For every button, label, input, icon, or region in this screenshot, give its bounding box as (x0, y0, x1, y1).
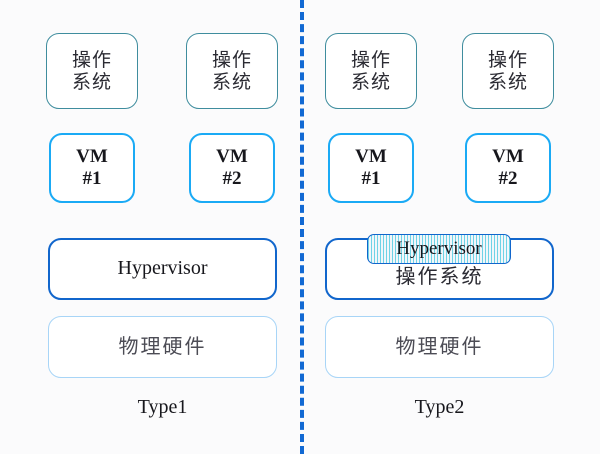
os-label-line1: 操作 (211, 48, 252, 71)
type1-vm-1: VM #1 (49, 133, 135, 203)
host-os-label: 操作系统 (395, 264, 484, 289)
vm-label-line2: #2 (498, 168, 518, 189)
type2-caption: Type2 (414, 396, 465, 418)
type1-hypervisor-bar: Hypervisor (48, 238, 277, 300)
vm-label-line1: VM (492, 145, 524, 167)
type1-guest-os-2: 操作 系统 (186, 33, 278, 109)
vm-label-line1: VM (76, 145, 108, 167)
vm-label-line2: #1 (82, 168, 102, 189)
os-label-line2: 系统 (71, 71, 112, 93)
hardware-label: 物理硬件 (395, 334, 484, 359)
os-label-line2: 系统 (211, 71, 252, 93)
type1-vm-2: VM #2 (189, 133, 275, 203)
hardware-label: 物理硬件 (118, 334, 207, 359)
vm-label-line1: VM (355, 145, 387, 167)
type1-hardware-bar: 物理硬件 (48, 316, 277, 378)
vm-label-line2: #1 (361, 168, 381, 189)
type1-guest-os-1: 操作 系统 (46, 33, 138, 109)
type2-vm-1: VM #1 (328, 133, 414, 203)
hypervisor-label: Hypervisor (117, 257, 208, 280)
type2-vm-2: VM #2 (465, 133, 551, 203)
os-label-line1: 操作 (350, 48, 391, 71)
type2-guest-os-1: 操作 系统 (325, 33, 417, 109)
type2-guest-os-2: 操作 系统 (462, 33, 554, 109)
vm-label-line1: VM (216, 145, 248, 167)
type2-hardware-bar: 物理硬件 (325, 316, 554, 378)
hypervisor-label: Hypervisor (396, 238, 482, 259)
os-label-line2: 系统 (350, 71, 391, 93)
panel-divider (300, 0, 304, 454)
os-label-line1: 操作 (71, 48, 112, 71)
os-label-line2: 系统 (487, 71, 528, 93)
vm-label-line2: #2 (222, 168, 242, 189)
os-label-line1: 操作 (487, 48, 528, 71)
type2-hypervisor-chip: Hypervisor (367, 234, 511, 264)
type1-caption: Type1 (137, 396, 188, 418)
